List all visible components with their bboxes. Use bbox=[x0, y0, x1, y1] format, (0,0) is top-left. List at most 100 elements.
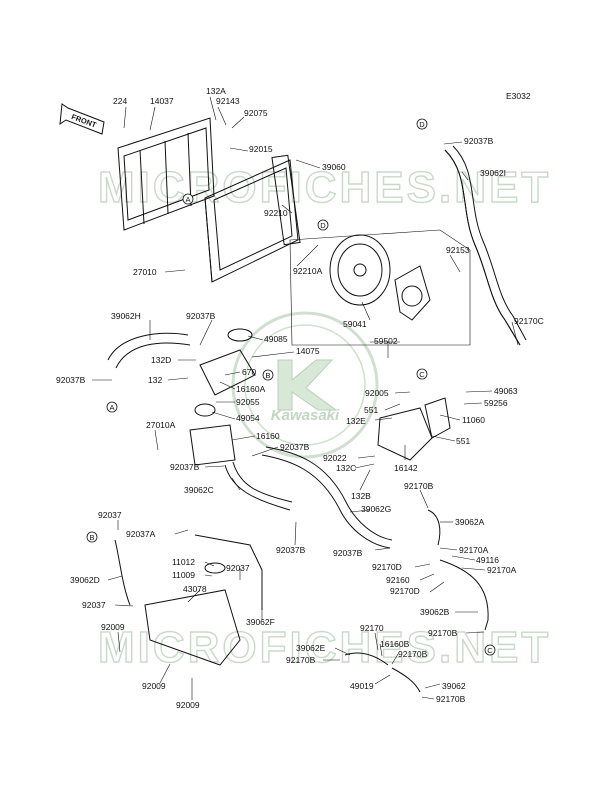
part-label: 92037B bbox=[464, 136, 494, 146]
svg-text:B: B bbox=[265, 371, 270, 380]
part-label: 39062H bbox=[111, 311, 141, 321]
part-label: 92170D bbox=[390, 586, 420, 596]
part-label: 11060 bbox=[462, 415, 485, 425]
part-label: 92022 bbox=[323, 453, 347, 463]
fan-drawing bbox=[329, 234, 431, 321]
part-label: 92009 bbox=[176, 700, 200, 710]
part-label: 39062A bbox=[455, 517, 485, 527]
svg-text:C: C bbox=[419, 370, 425, 379]
part-label: 132C bbox=[336, 463, 356, 473]
connector-d-fan: D bbox=[317, 219, 329, 231]
part-label: 92170B bbox=[286, 655, 316, 665]
svg-text:A: A bbox=[109, 403, 114, 412]
connector-c-right: C bbox=[416, 368, 428, 380]
part-label: 670 bbox=[242, 367, 256, 377]
part-label: 551 bbox=[456, 436, 470, 446]
part-label: 92037B bbox=[333, 548, 363, 558]
part-label: 92170B bbox=[436, 694, 466, 704]
hose-39062f-drawing bbox=[194, 534, 263, 610]
connector-d-top: D bbox=[416, 118, 428, 130]
part-label: 92153 bbox=[446, 245, 470, 255]
part-label: 92005 bbox=[365, 388, 389, 398]
part-label: 92037B bbox=[56, 375, 86, 385]
radiator-drawing bbox=[204, 154, 301, 283]
connector-b-mid: B bbox=[262, 369, 274, 381]
part-label: 92037 bbox=[82, 600, 106, 610]
part-label: 39062I bbox=[480, 168, 506, 178]
part-label: 59502 bbox=[374, 336, 398, 346]
part-label: 39060 bbox=[322, 162, 346, 172]
part-label: 11009 bbox=[172, 570, 195, 580]
part-label: 92170B bbox=[404, 481, 434, 491]
part-label: 92037B bbox=[280, 442, 310, 452]
part-label: 92055 bbox=[236, 397, 260, 407]
part-label: 92143 bbox=[216, 96, 240, 106]
part-label: 39062G bbox=[361, 504, 391, 514]
part-label: 39062C bbox=[184, 485, 214, 495]
part-label: 92037B bbox=[170, 462, 200, 472]
part-label: 16160A bbox=[236, 384, 266, 394]
part-label: 59041 bbox=[343, 319, 367, 329]
part-label: 43078 bbox=[183, 584, 207, 594]
leader-lines bbox=[92, 96, 519, 700]
hose-39062b-drawing bbox=[439, 559, 489, 631]
part-label: 39062D bbox=[70, 575, 100, 585]
part-label: 39062F bbox=[246, 617, 275, 627]
part-label: 39062E bbox=[296, 643, 326, 653]
part-label: 14075 bbox=[296, 346, 320, 356]
part-label: 92170C bbox=[514, 316, 544, 326]
connector-a-left: A bbox=[106, 401, 118, 413]
svg-text:D: D bbox=[419, 120, 425, 129]
part-label: 49116 bbox=[476, 555, 499, 565]
part-label: 92170A bbox=[487, 565, 517, 575]
part-label: 49063 bbox=[494, 386, 518, 396]
diagram-code: E3032 bbox=[506, 91, 531, 101]
part-labels: 224 14037 132A 92143 92075 92015 39060 9… bbox=[56, 86, 544, 710]
part-label: 92009 bbox=[142, 681, 166, 691]
connector-b-left: B bbox=[86, 531, 98, 543]
front-arrow-icon: FRONT bbox=[59, 103, 105, 135]
part-label: 92170D bbox=[372, 562, 402, 572]
kawasaki-logo: Kawasaki bbox=[231, 311, 379, 459]
connector-c-bottom: C bbox=[484, 644, 496, 656]
part-label: 92009 bbox=[101, 622, 125, 632]
hose-39062e-drawing bbox=[344, 652, 389, 666]
svg-text:B: B bbox=[89, 533, 94, 542]
svg-text:C: C bbox=[487, 646, 493, 655]
part-label: 16160B bbox=[380, 639, 410, 649]
part-label: 16142 bbox=[394, 463, 418, 473]
connector-markers: A A B B C C D D bbox=[86, 118, 496, 656]
part-label: 11012 bbox=[172, 557, 195, 567]
part-label: 92037B bbox=[186, 311, 216, 321]
part-label: 92075 bbox=[244, 108, 268, 118]
part-label: 132 bbox=[148, 375, 162, 385]
part-label: 39062 bbox=[442, 681, 466, 691]
hose-39062-drawing bbox=[391, 667, 421, 693]
part-label: 132B bbox=[351, 491, 371, 501]
part-label: 92037B bbox=[276, 545, 306, 555]
svg-text:A: A bbox=[185, 195, 190, 204]
part-label: 132E bbox=[346, 416, 366, 426]
part-label: 92037 bbox=[226, 563, 250, 573]
part-label: 92037A bbox=[126, 529, 156, 539]
part-label: 132D bbox=[151, 355, 171, 365]
part-label: 59256 bbox=[484, 398, 508, 408]
part-label: 49085 bbox=[264, 334, 288, 344]
part-label: 132A bbox=[206, 86, 226, 96]
part-label: 39062B bbox=[420, 607, 450, 617]
part-label: 92015 bbox=[249, 144, 273, 154]
svg-text:D: D bbox=[320, 221, 326, 230]
radiator-screen-drawing bbox=[117, 117, 215, 231]
watermark-bottom: MICROFICHES.NET bbox=[98, 623, 551, 672]
part-label: 92170B bbox=[428, 628, 458, 638]
hose-39062c-drawing bbox=[224, 464, 291, 511]
part-label: 27010A bbox=[146, 420, 176, 430]
part-label: 551 bbox=[364, 405, 378, 415]
hose-39062h-drawing bbox=[107, 332, 189, 361]
part-label: 27010 bbox=[133, 267, 157, 277]
hose-39062d-drawing bbox=[114, 539, 131, 606]
thermostat-housing-drawing bbox=[189, 328, 256, 466]
connector-a-top: A bbox=[182, 193, 194, 205]
part-label: 92037 bbox=[98, 510, 122, 520]
